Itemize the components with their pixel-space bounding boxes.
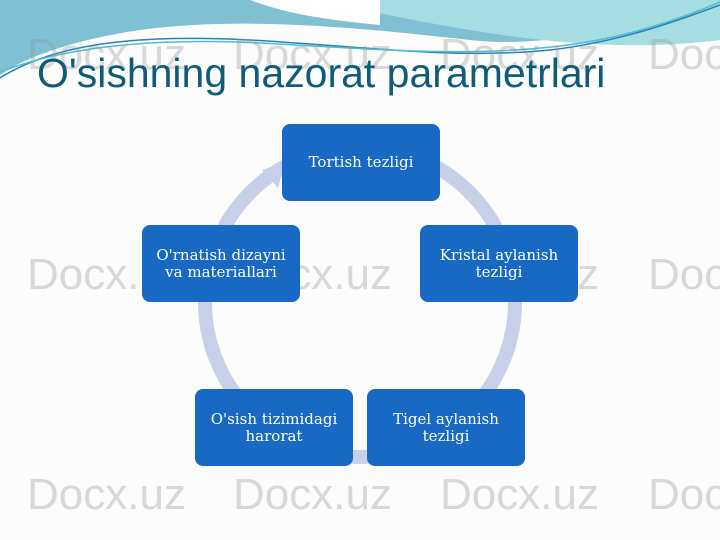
node-label: Tigel aylanish tezligi [393, 409, 499, 445]
watermark: Docx.uz [648, 250, 720, 299]
cycle-node-pull-rate: Tortish tezligi [282, 124, 440, 201]
cycle-node-crucible-rotation: Tigel aylanish tezligi [367, 389, 525, 466]
node-label: O'sish tizimidagi harorat [210, 409, 338, 445]
node-label: Kristal aylanish tezligi [439, 245, 559, 281]
watermark: Docx.uz [440, 30, 599, 79]
watermark: Docx.uz [27, 470, 186, 519]
watermark: Docx.uz [440, 470, 599, 519]
watermark: Docx.uz [27, 30, 186, 79]
cycle-arrowhead [262, 162, 285, 188]
cycle-node-growth-temperature: O'sish tizimidagi harorat [195, 389, 353, 466]
cycle-node-setup-design: O'rnatish dizayni va materiallari [142, 225, 300, 302]
watermark: Docx.uz [233, 30, 392, 79]
cycle-node-crystal-rotation: Kristal aylanish tezligi [420, 225, 578, 302]
node-label: O'rnatish dizayni va materiallari [156, 245, 286, 281]
watermark: Docx.uz [648, 30, 720, 79]
slide-title: O'sishning nazorat parametrlari [37, 50, 606, 96]
watermark: Docx.uz [648, 470, 720, 519]
watermark: Docx.uz [233, 470, 392, 519]
node-label: Tortish tezligi [308, 153, 414, 171]
